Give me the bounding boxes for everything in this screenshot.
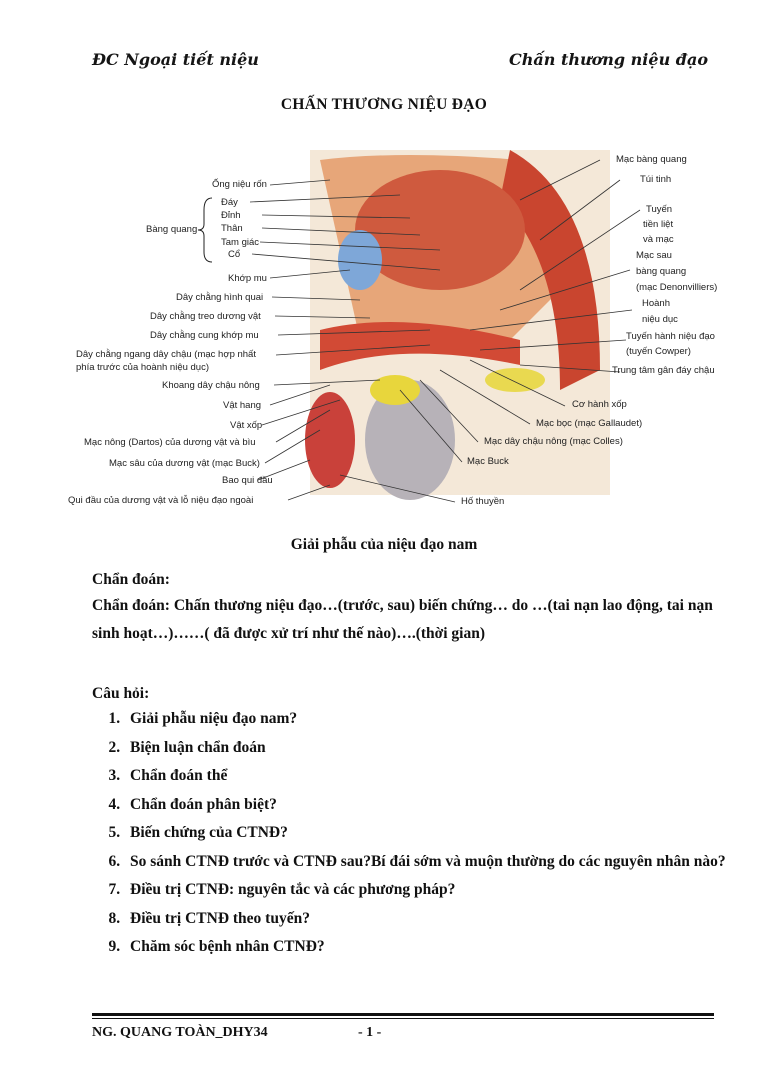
glans-shape [305,392,355,488]
anatomy-figure: Ống niệu rốn Đáy Đỉnh Thân Tam giác Cổ B… [0,140,768,520]
label-denonvilliers-fascia: (mạc Denonvilliers) [636,282,718,293]
fat-region-shape [370,375,420,405]
testis-shape [365,380,455,500]
page-title: CHẤN THƯƠNG NIỆU ĐẠO [280,96,488,113]
question-item: Điều trị CTNĐ: nguyên tắc và các phương … [124,876,754,905]
label-apex: Đỉnh [221,210,241,221]
label-superficial-perineal-space: Khoang dây chậu nông [162,380,260,391]
anatomy-illustration [197,150,641,503]
label-colles-fascia: Mạc dây chậu nông (mạc Colles) [484,436,623,447]
label-dartos-fascia: Mạc nông (Dartos) của dương vật và bìu [84,437,256,448]
label-urogenital-diaphragm-1: Hoành [642,298,670,309]
label-urogenital-diaphragm-2: niệu dục [642,314,678,325]
label-urachus: Ống niệu rốn [212,179,267,190]
label-trigone: Tam giác [221,237,260,248]
questions-list: Giải phẫu niệu đạo nam? Biện luận chẩn đ… [92,705,754,962]
figure-caption: Giải phẫu của niệu đạo nam [290,536,478,553]
label-perineal-body: Trung tâm gân đáy chậu [612,365,715,376]
question-item: Chăm sóc bệnh nhân CTNĐ? [124,933,754,962]
question-item: Điều trị CTNĐ theo tuyến? [124,905,754,934]
label-body: Thân [221,223,243,234]
label-arcuate-pubic-ligament: Dây chằng cung khớp mu [150,330,259,341]
label-corpus-spongiosum: Vật xốp [230,420,263,431]
footer-author: NG. QUANG TOÀN_DHY34 [92,1025,268,1040]
question-item: Chẩn đoán thể [124,762,754,791]
leader-lines [249,159,641,503]
footer-rule-thin [92,1018,714,1019]
label-prostate-3: và mạc [643,234,674,245]
question-item: Chẩn đoán phân biệt? [124,791,754,820]
label-pubic-symphysis: Khớp mu [228,273,267,284]
label-bulbourethral-gland: Tuyến hành niệu đạo [626,331,715,342]
label-suspensory-ligament: Dây chằng treo dương vật [150,311,261,322]
label-prepuce: Bao qui đầu [222,475,273,486]
label-transverse-perineal-ligament: Dây chằng ngang dây chậu (mạc hợp nhất [76,349,256,360]
header-left: ĐC Ngoại tiết niệu [92,50,259,69]
label-glans-meatus: Qui đầu của dương vật và lỗ niệu đạo ngo… [68,495,254,506]
footer-rule [92,1013,714,1016]
label-neck: Cổ [228,249,241,260]
label-prostate-2: tiền liệt [643,219,674,230]
label-cowper-gland: (tuyến Cowper) [626,346,691,357]
label-transverse-perineal-ligament-cont: phía trước của hoành niệu dục) [76,362,210,373]
label-corpus-cavernosum: Vật hang [223,400,262,411]
bladder-brace [197,197,213,263]
question-item: So sánh CTNĐ trước và CTNĐ sau?Bí đái sớ… [124,848,754,877]
label-prostate-1: Tuyến [646,204,673,215]
questions-heading: Câu hỏi: [92,685,150,702]
label-seminal-vesicle: Túi tinh [640,174,672,185]
label-fundus: Đáy [221,197,238,208]
label-bladder: Bàng quang [146,224,198,235]
pubic-bone-shape [338,230,382,290]
label-bladder-fascia: Mạc bàng quang [616,154,687,165]
label-buck-fascia-left: Mạc sâu của dương vật (mạc Buck) [109,458,260,469]
page-number: - 1 - [358,1025,382,1040]
diagnosis-text: Chẩn đoán: Chấn thương niệu đạo…(trước, … [92,597,713,642]
question-item: Biện luận chẩn đoán [124,734,754,763]
bladder-shape [355,170,525,290]
label-gallaudet-fascia: Mạc bọc (mạc Gallaudet) [536,418,643,429]
label-bulbospongiosus: Cơ hành xốp [572,399,627,410]
perineal-fat-shape [485,368,545,392]
question-item: Biến chứng của CTNĐ? [124,819,754,848]
header-right: Chấn thương niệu đạo [509,50,708,69]
diagnosis-heading: Chẩn đoán: [92,571,170,588]
label-navicular-fossa: Hố thuyền [461,496,505,507]
label-buck-fascia-right: Mạc Buck [467,456,509,467]
question-item: Giải phẫu niệu đạo nam? [124,705,754,734]
label-retrovesical-fascia-1: Mạc sau [636,250,672,261]
label-fundiform-ligament: Dây chằng hình quai [176,292,264,303]
label-retrovesical-fascia-2: bàng quang [636,266,687,277]
